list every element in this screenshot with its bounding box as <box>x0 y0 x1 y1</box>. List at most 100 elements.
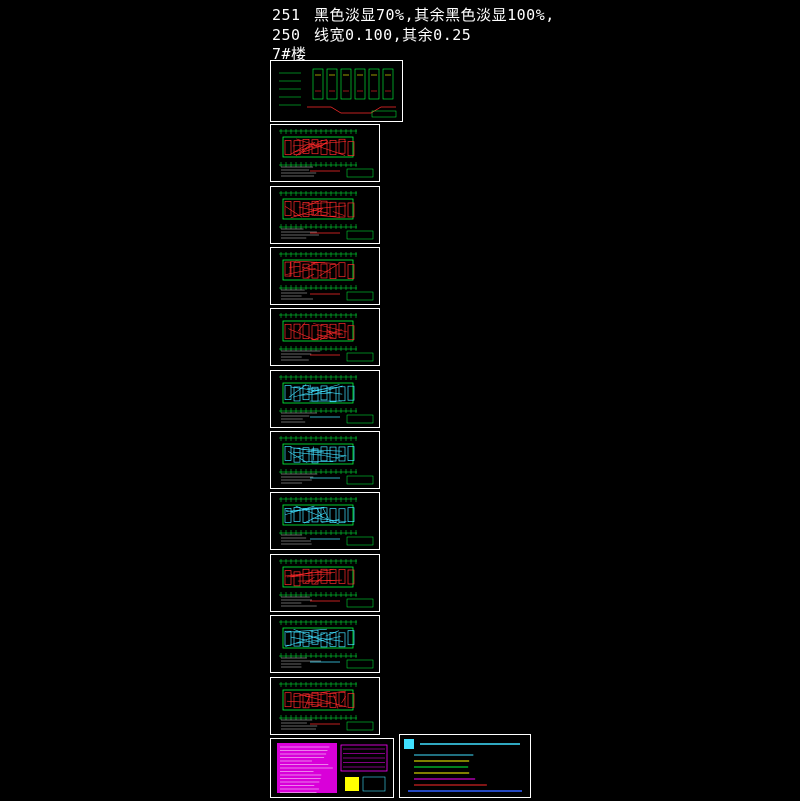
section-detail <box>369 69 379 99</box>
room-block <box>294 387 300 401</box>
notice-panel <box>399 734 531 798</box>
drawing-sheet-plan[interactable] <box>270 124 380 182</box>
room-block <box>303 325 309 339</box>
wall-line <box>336 456 344 458</box>
room-block <box>294 572 300 586</box>
drawing-sheet-plan[interactable] <box>270 186 380 244</box>
layer-note-250: 线宽0.100,其余0.25 <box>314 26 471 44</box>
wall-line <box>319 454 338 458</box>
floor-plan-graphic <box>279 559 373 607</box>
drawing-sheet-plan[interactable] <box>270 247 380 305</box>
layer-code-251: 251 <box>272 6 314 24</box>
symbol-swatch <box>345 777 359 791</box>
drawing-sheet-plan[interactable] <box>270 370 380 428</box>
notice-drawing <box>400 735 530 797</box>
room-block <box>303 386 309 400</box>
room-block <box>312 264 318 278</box>
section-detail <box>327 69 337 99</box>
wall-line <box>314 576 324 584</box>
room-block <box>285 693 291 707</box>
drawing-sheet-plan[interactable] <box>270 615 380 673</box>
room-block <box>294 202 300 216</box>
room-block <box>339 569 345 583</box>
wall-line <box>304 636 343 641</box>
room-block <box>330 693 336 707</box>
title-block <box>347 476 373 484</box>
wall-line <box>306 451 346 456</box>
title-block <box>347 415 373 423</box>
wall-line <box>307 274 314 277</box>
general-drawing-graphic <box>279 69 396 117</box>
title-block <box>347 660 373 668</box>
wall-line <box>302 267 331 272</box>
floor-plan-graphic <box>279 682 373 730</box>
section-detail <box>383 69 393 99</box>
room-block <box>339 633 345 647</box>
wall-line <box>300 694 347 707</box>
room-block <box>339 509 345 523</box>
drawing-sheet-plan[interactable] <box>270 308 380 366</box>
sheet-drawing <box>271 616 379 672</box>
drawing-sheet-plan[interactable] <box>270 554 380 612</box>
room-block <box>330 569 336 583</box>
floor-plan-graphic <box>279 252 373 300</box>
room-block <box>294 507 300 521</box>
room-block <box>339 263 345 277</box>
sheet-drawing <box>271 678 379 734</box>
drawing-sheet-general[interactable] <box>270 60 403 122</box>
floor-plan-graphic <box>279 375 373 423</box>
layer-code-250: 250 <box>272 26 314 44</box>
room-block <box>285 140 291 154</box>
sheet-drawing <box>271 248 379 304</box>
wall-line <box>298 580 335 581</box>
wall-line <box>287 701 330 703</box>
title-block <box>347 353 373 361</box>
wall-line <box>286 629 327 632</box>
room-block <box>294 262 300 276</box>
section-detail <box>341 69 351 99</box>
sheet-drawing <box>271 61 402 121</box>
foundation-profile <box>307 107 396 113</box>
wall-line <box>328 696 336 697</box>
room-block <box>330 632 336 646</box>
floor-plan-graphic <box>279 436 373 484</box>
wall-line <box>289 384 306 397</box>
room-block <box>294 141 300 155</box>
drawing-sheet-plan[interactable] <box>270 492 380 550</box>
room-block <box>285 386 291 400</box>
layer-note-251: 黑色淡显70%,其余黑色淡显100%, <box>314 6 555 24</box>
wall-line <box>326 631 339 636</box>
room-block <box>339 447 345 461</box>
room-block <box>285 571 291 585</box>
sheet-drawing <box>271 432 379 488</box>
sheet-drawing <box>271 555 379 611</box>
wall-line <box>293 141 346 146</box>
section-detail <box>313 69 323 99</box>
room-block <box>330 202 336 216</box>
wall-line <box>298 322 305 331</box>
drawing-sheet-plan[interactable] <box>270 431 380 489</box>
detail-box <box>363 777 385 791</box>
title-block <box>347 537 373 545</box>
title-block <box>347 722 373 730</box>
wall-line <box>317 139 327 142</box>
title-block <box>347 231 373 239</box>
floor-plan-graphic <box>279 620 373 668</box>
floor-plan-graphic <box>279 313 373 361</box>
floor-plan-graphic <box>279 191 373 239</box>
floor-plan-graphic <box>279 497 373 545</box>
drawing-sheet-plan[interactable] <box>270 677 380 735</box>
wall-line <box>309 631 318 634</box>
room-block <box>285 631 291 645</box>
sheet-drawing <box>271 493 379 549</box>
room-block <box>312 326 318 340</box>
wall-line <box>333 212 344 216</box>
room-block <box>330 324 336 338</box>
wall-line <box>300 142 315 154</box>
wall-line <box>305 577 314 582</box>
floor-plan-graphic <box>279 129 373 177</box>
sheet-drawing <box>271 125 379 181</box>
drawing-sheet-notes[interactable] <box>270 738 394 798</box>
